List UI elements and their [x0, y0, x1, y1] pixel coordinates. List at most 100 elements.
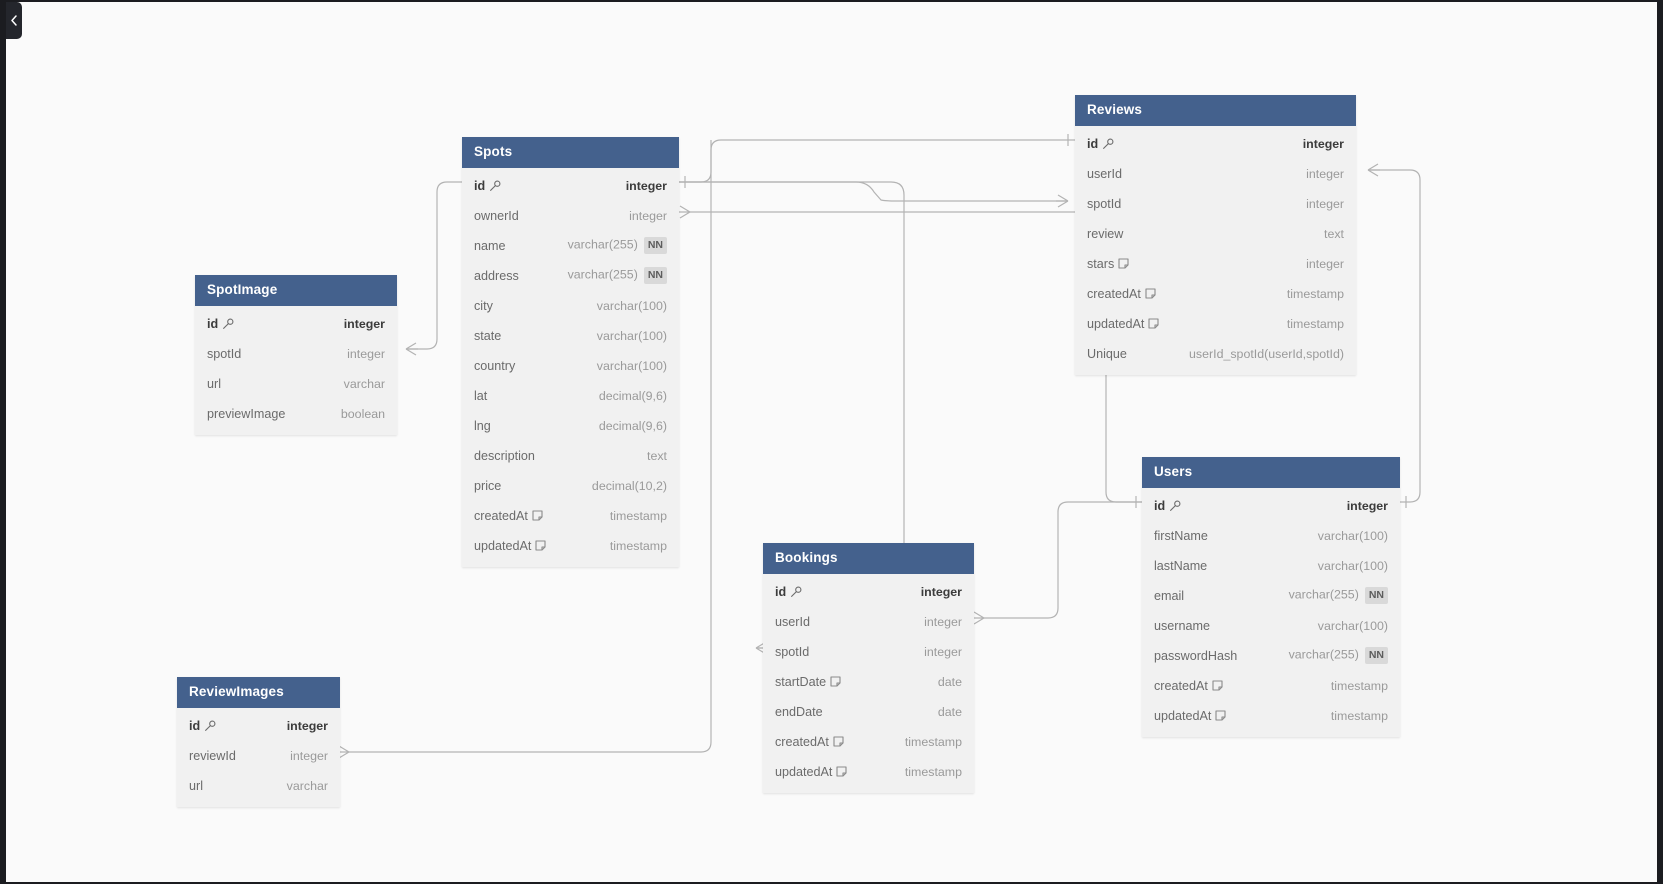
- field-name-label: id: [474, 178, 486, 193]
- field-type-cell: timestamp: [905, 735, 962, 749]
- key-icon: [1169, 500, 1181, 512]
- field-name-cell: createdAt: [474, 509, 543, 523]
- field-type-label: integer: [1346, 498, 1388, 513]
- field-name-label: url: [207, 376, 221, 391]
- field-name-label: passwordHash: [1154, 648, 1238, 663]
- field-name-cell: passwordHash: [1154, 649, 1237, 663]
- field-type-cell: varchar(255)NN: [568, 267, 667, 284]
- sidebar-collapse-toggle[interactable]: [6, 2, 22, 39]
- field-type-cell: decimal(9,6): [599, 389, 667, 403]
- field-row[interactable]: createdAt timestamp: [462, 501, 679, 531]
- field-type-label: timestamp: [609, 508, 667, 523]
- table-title[interactable]: SpotImage: [195, 275, 397, 306]
- field-type-label: integer: [629, 208, 667, 223]
- field-row[interactable]: city varchar(100): [462, 291, 679, 321]
- field-name-cell: lastName: [1154, 559, 1207, 573]
- field-name-label: url: [189, 778, 203, 793]
- field-type-label: text: [647, 448, 667, 463]
- field-type-label: decimal(9,6): [598, 388, 667, 403]
- table-title[interactable]: Users: [1142, 457, 1400, 488]
- field-name-label: lng: [474, 418, 491, 433]
- field-type-cell: date: [938, 675, 962, 689]
- field-type-label: boolean: [340, 406, 385, 421]
- field-row[interactable]: lng decimal(9,6): [462, 411, 679, 441]
- field-type-cell: decimal(9,6): [599, 419, 667, 433]
- field-type-label: integer: [920, 584, 962, 599]
- field-row[interactable]: createdAt timestamp: [763, 727, 974, 757]
- field-type-cell: integer: [1347, 499, 1388, 513]
- note-icon: [836, 766, 847, 777]
- field-name-label: id: [1087, 136, 1099, 151]
- table-title[interactable]: Spots: [462, 137, 679, 168]
- not-null-badge: NN: [643, 267, 667, 284]
- field-type-cell: text: [647, 449, 667, 463]
- field-type-label: varchar(100): [596, 328, 667, 343]
- table-title[interactable]: Bookings: [763, 543, 974, 574]
- field-type-label: integer: [924, 614, 962, 629]
- field-name-cell: createdAt: [775, 735, 844, 749]
- field-type-cell: varchar(100): [597, 299, 667, 313]
- field-name-label: lastName: [1154, 558, 1208, 573]
- table-title[interactable]: Reviews: [1075, 95, 1356, 126]
- field-name-label: updatedAt: [1087, 316, 1145, 331]
- field-name-cell: updatedAt: [775, 765, 847, 779]
- field-name-label: reviewId: [189, 748, 236, 763]
- note-icon: [833, 736, 844, 747]
- field-name-label: city: [474, 298, 493, 313]
- field-row[interactable]: passwordHash varchar(255)NN: [1142, 641, 1400, 671]
- field-type-label: integer: [924, 644, 962, 659]
- field-type-label: varchar: [343, 376, 385, 391]
- field-type-cell: varchar(255)NN: [1289, 647, 1388, 664]
- table-title[interactable]: ReviewImages: [177, 677, 340, 708]
- field-type-label: timestamp: [609, 538, 667, 553]
- key-icon: [489, 180, 501, 192]
- field-row[interactable]: url varchar: [195, 369, 397, 399]
